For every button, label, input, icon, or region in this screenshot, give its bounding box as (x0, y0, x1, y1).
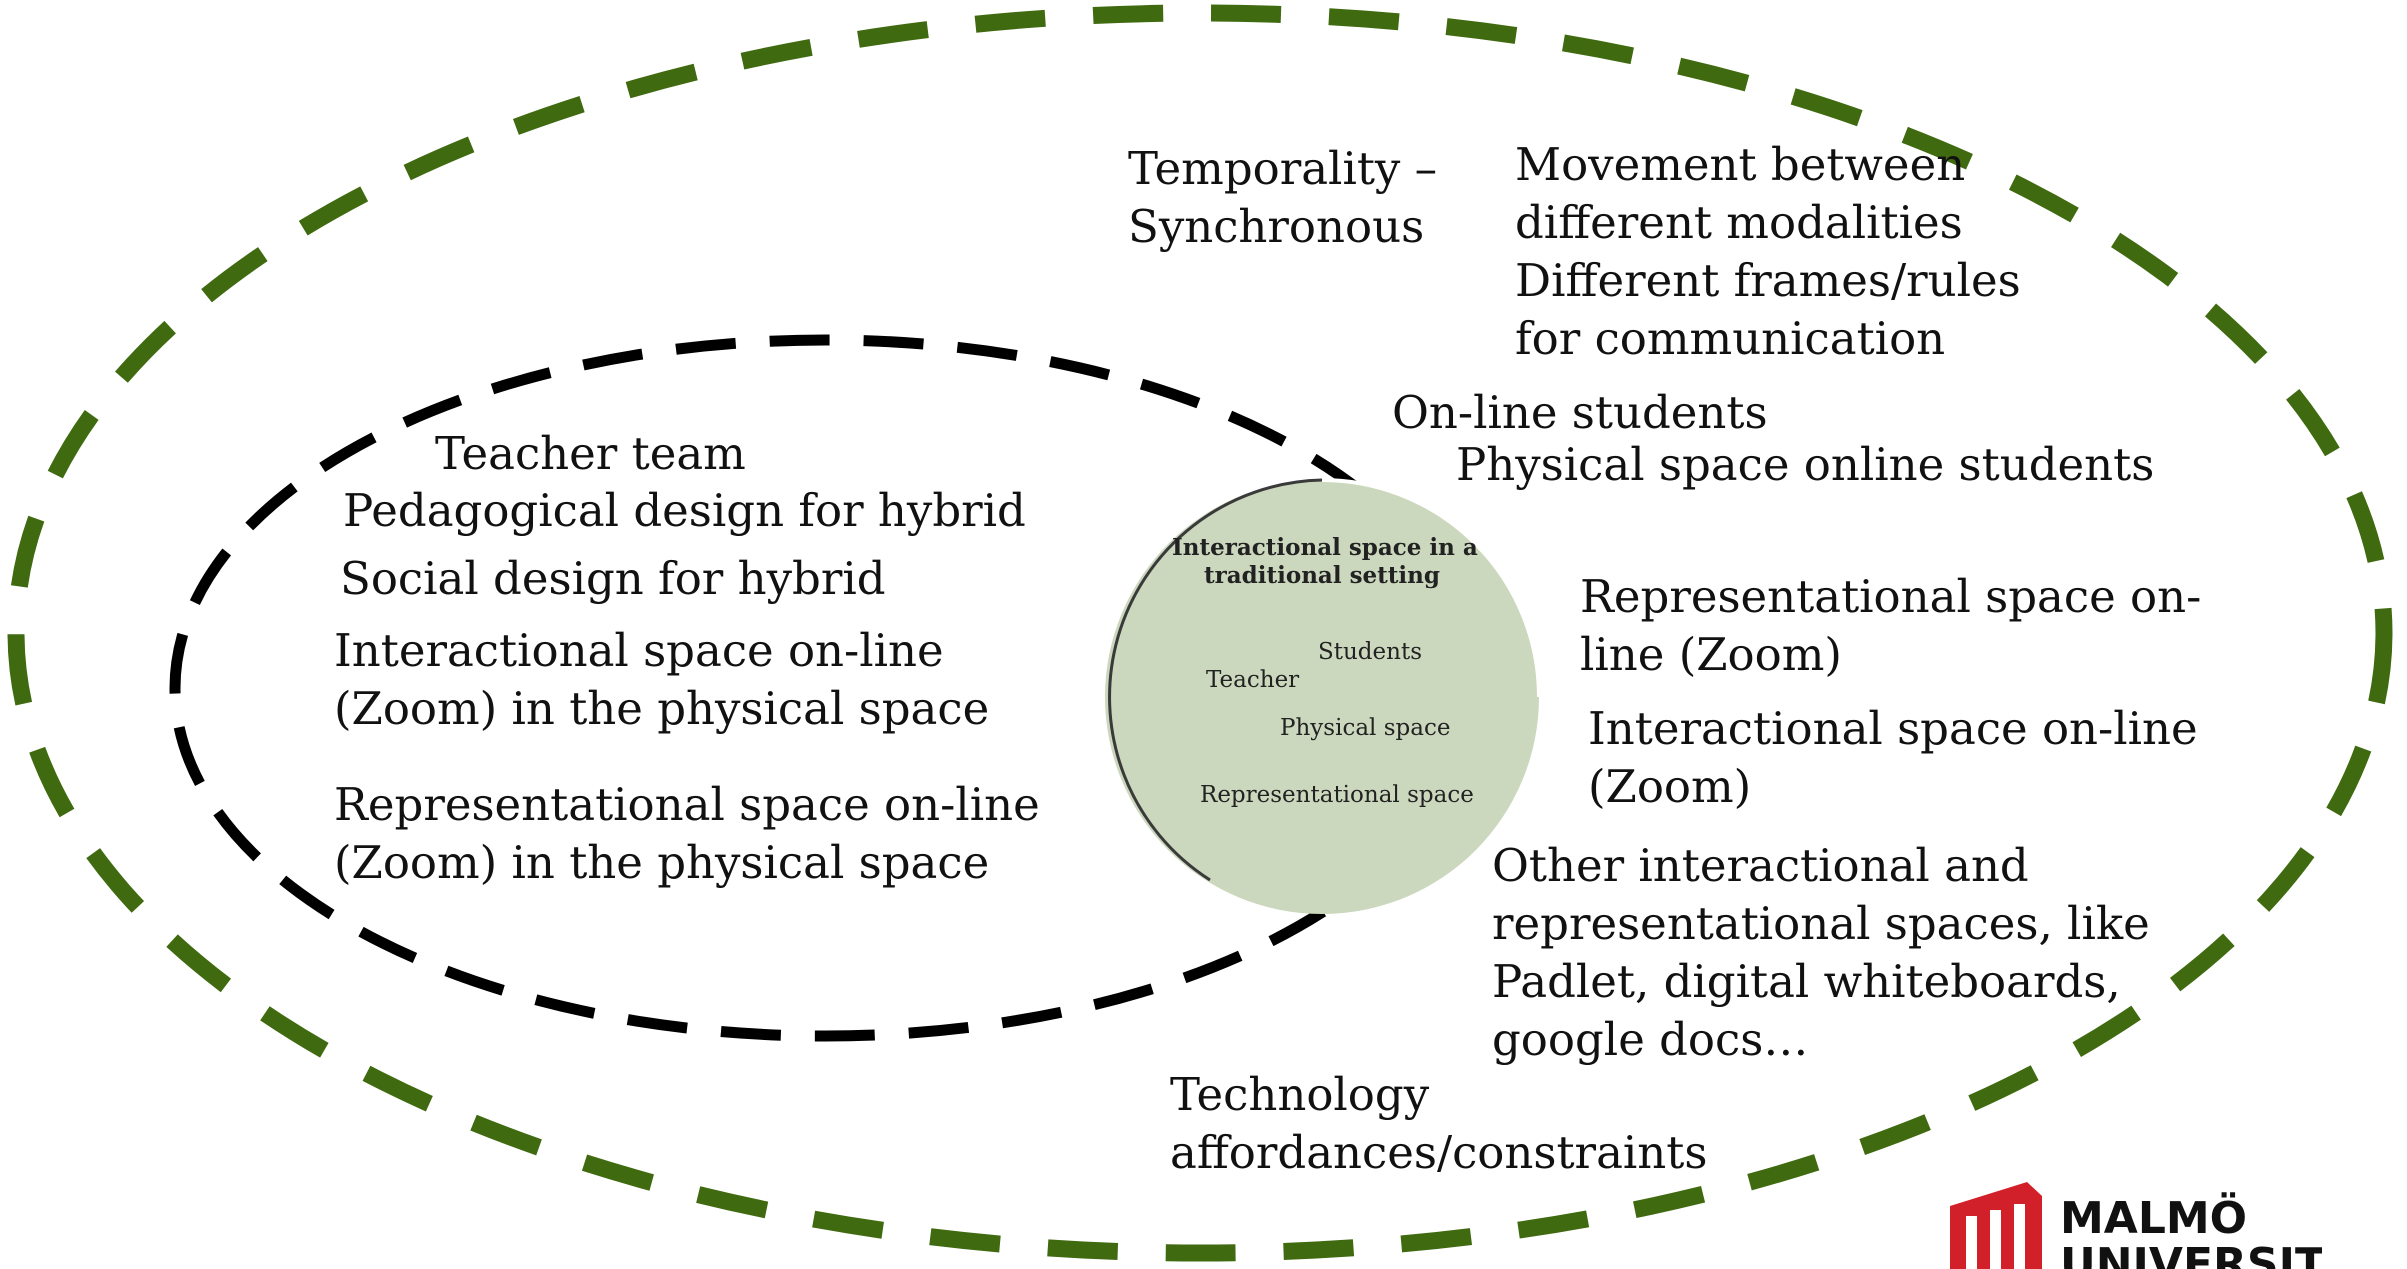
teacher-team-label: Teacher team (435, 427, 746, 480)
circle-representational-space-label: Representational space (1200, 782, 1474, 808)
temporality-label: Temporality – Synchronous (1128, 142, 1438, 253)
outer-ellipse (7, 4, 2393, 1262)
social-design-label: Social design for hybrid (340, 552, 886, 605)
traditional-setting-circle (1105, 480, 1539, 914)
malmo-university-logo: MALMÖ UNIVERSITY (1942, 1176, 2322, 1269)
circle-title: Interactional space in a traditional set… (1172, 534, 1478, 589)
representational-physical-label: Representational space on-line (Zoom) in… (334, 778, 1040, 889)
representational-online-label: Representational space on- line (Zoom) (1580, 570, 2202, 681)
circle-students-label: Students (1318, 639, 1423, 665)
circle-shadow-arc-right (1321, 478, 1541, 698)
online-students-label: On-line students (1392, 386, 1768, 439)
pedagogical-design-label: Pedagogical design for hybrid (343, 484, 1026, 537)
interactional-physical-label: Interactional space on-line (Zoom) in th… (334, 624, 990, 735)
other-spaces-label: Other interactional and representational… (1492, 839, 2150, 1066)
interactional-online-label: Interactional space on-line (Zoom) (1588, 702, 2198, 813)
movement-label: Movement between different modalities Di… (1515, 138, 2021, 365)
university-logo-mark (1950, 1182, 2042, 1269)
circle-shadow-arc (1108, 478, 1323, 882)
technology-label: Technology affordances/constraints (1170, 1068, 1708, 1179)
circle-physical-space-label: Physical space (1280, 715, 1451, 741)
physical-space-online-label: Physical space online students (1456, 438, 2155, 491)
circle-teacher-label: Teacher (1206, 667, 1300, 693)
logo-wordmark: MALMÖ UNIVERSITY (2060, 1193, 2322, 1269)
